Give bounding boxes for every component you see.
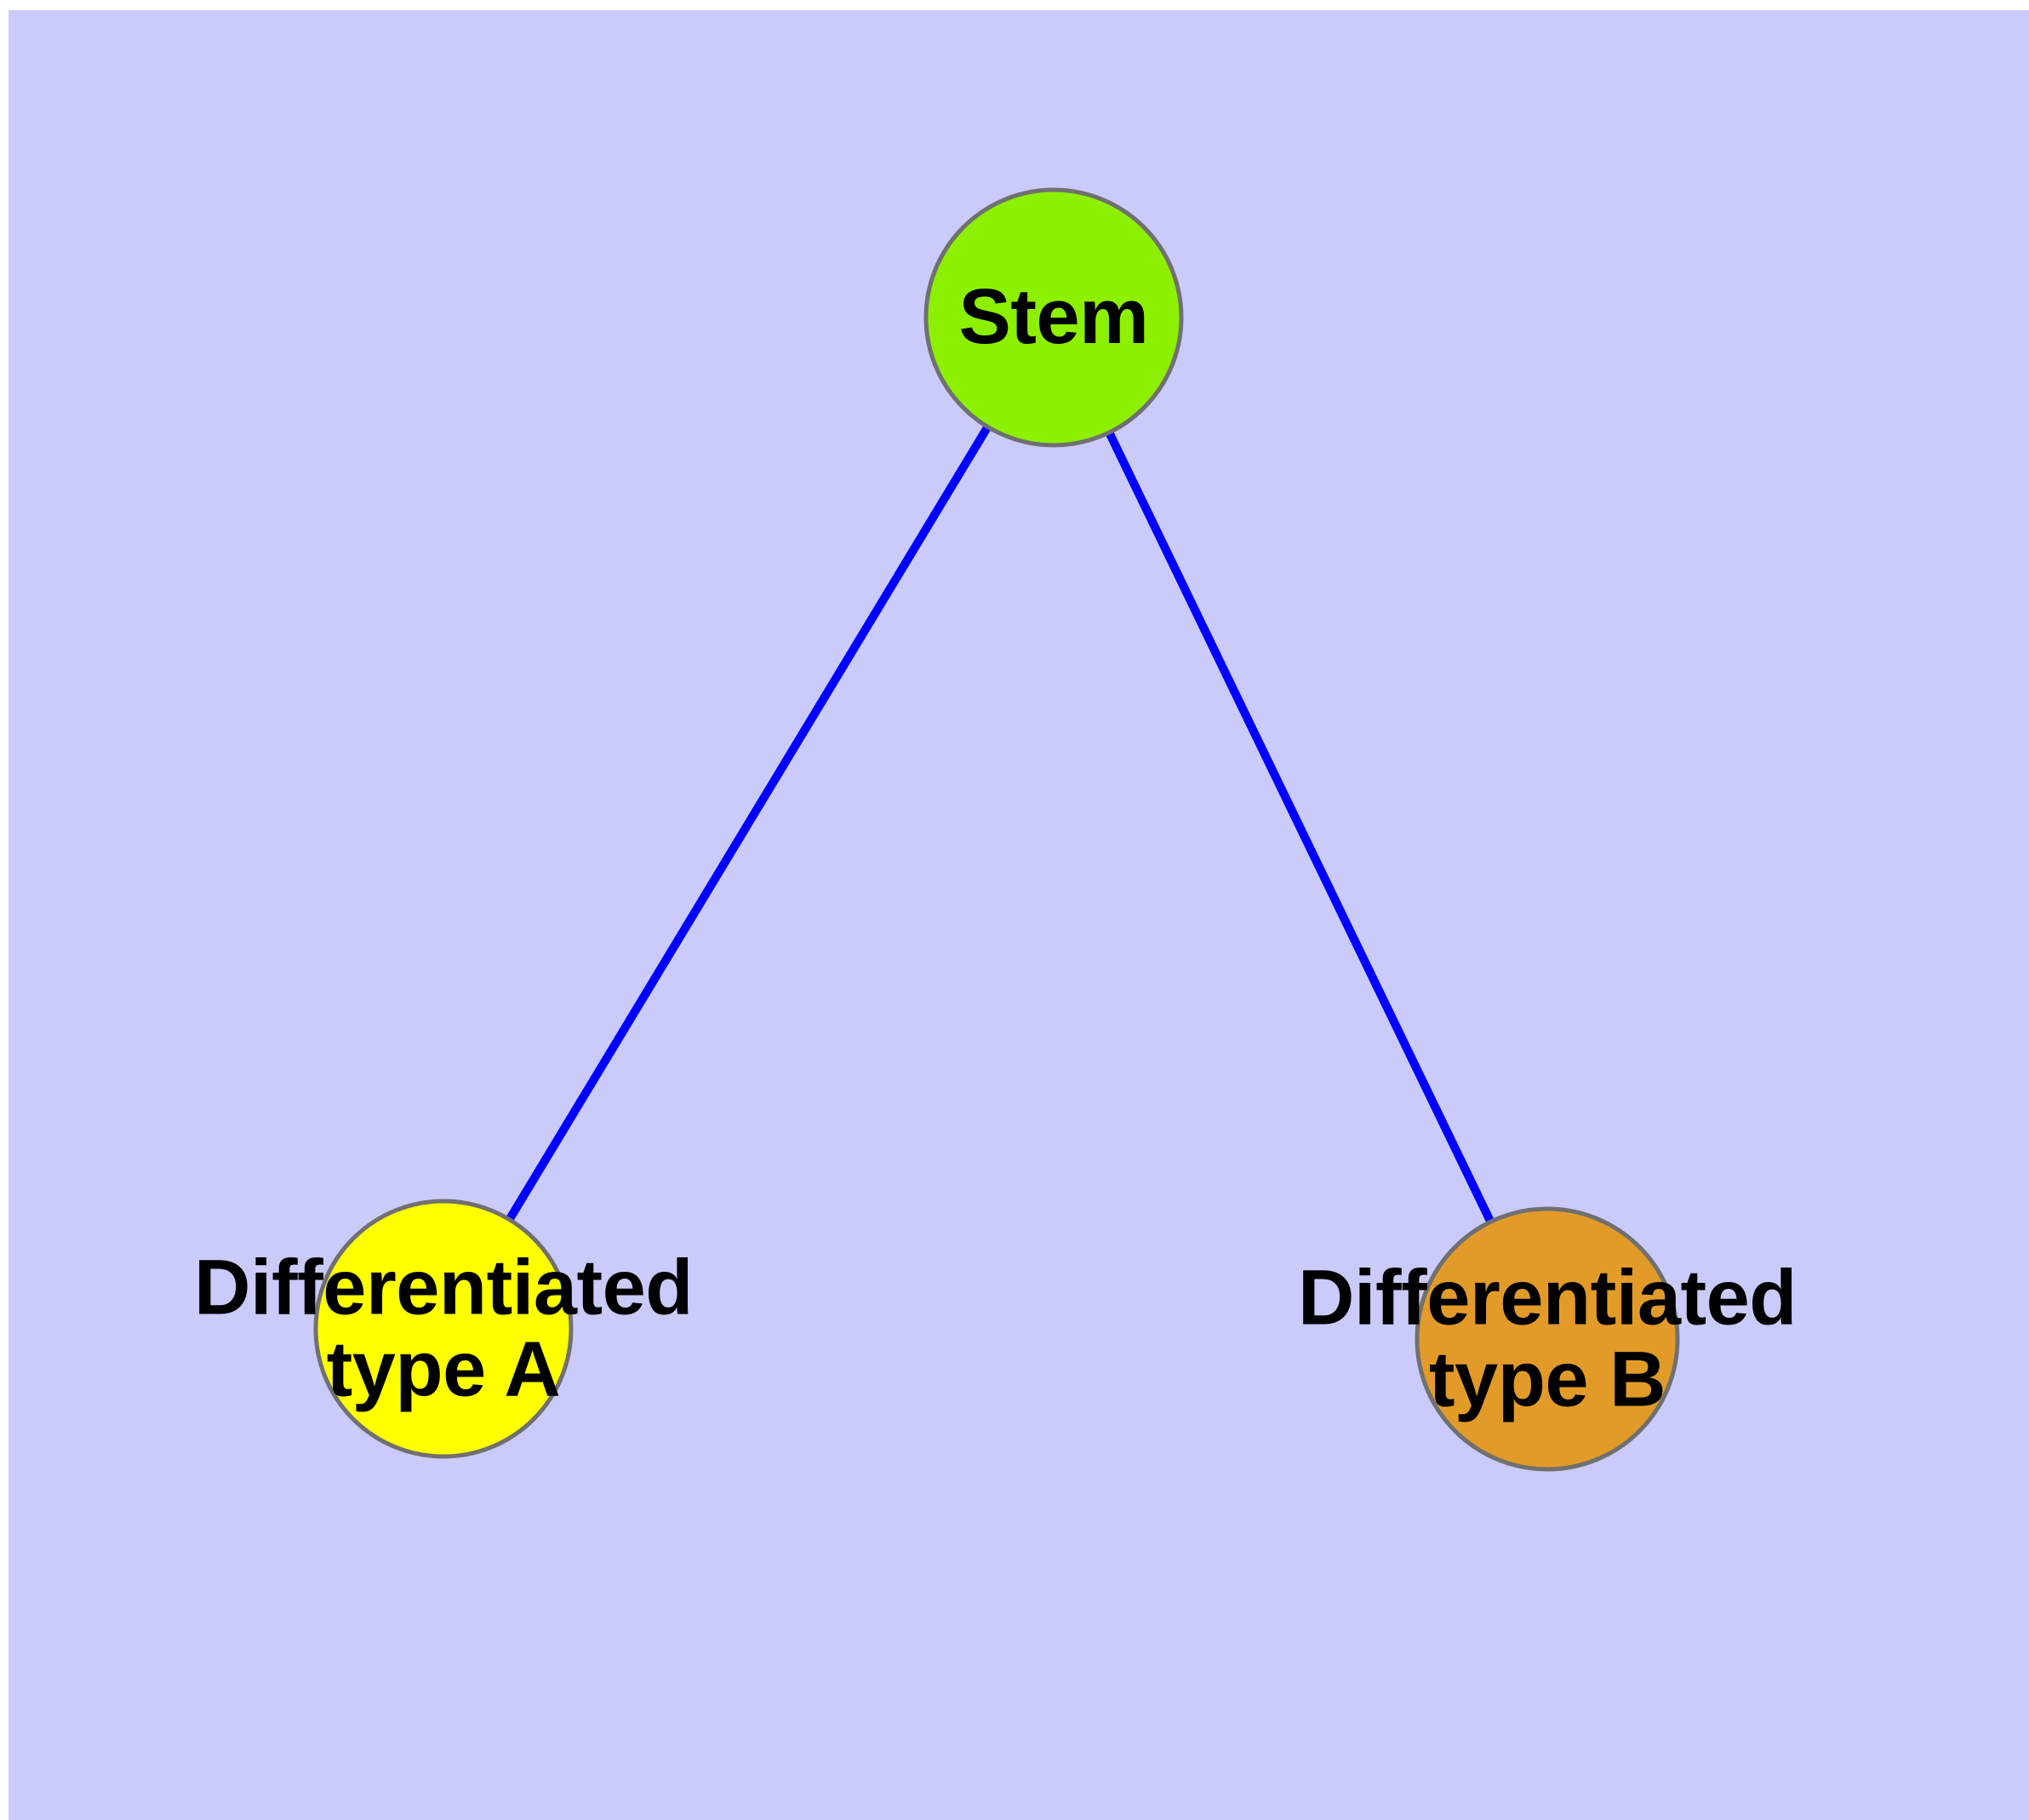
graph-node-diff_b[interactable] xyxy=(1415,1206,1680,1472)
edge-layer xyxy=(439,315,1552,1342)
graph-edge[interactable] xyxy=(439,315,1058,1331)
graph-node-stem[interactable] xyxy=(923,187,1184,448)
graph-edge[interactable] xyxy=(1049,315,1552,1342)
node-layer xyxy=(313,187,1680,1472)
graph-node-diff_a[interactable] xyxy=(313,1199,574,1459)
